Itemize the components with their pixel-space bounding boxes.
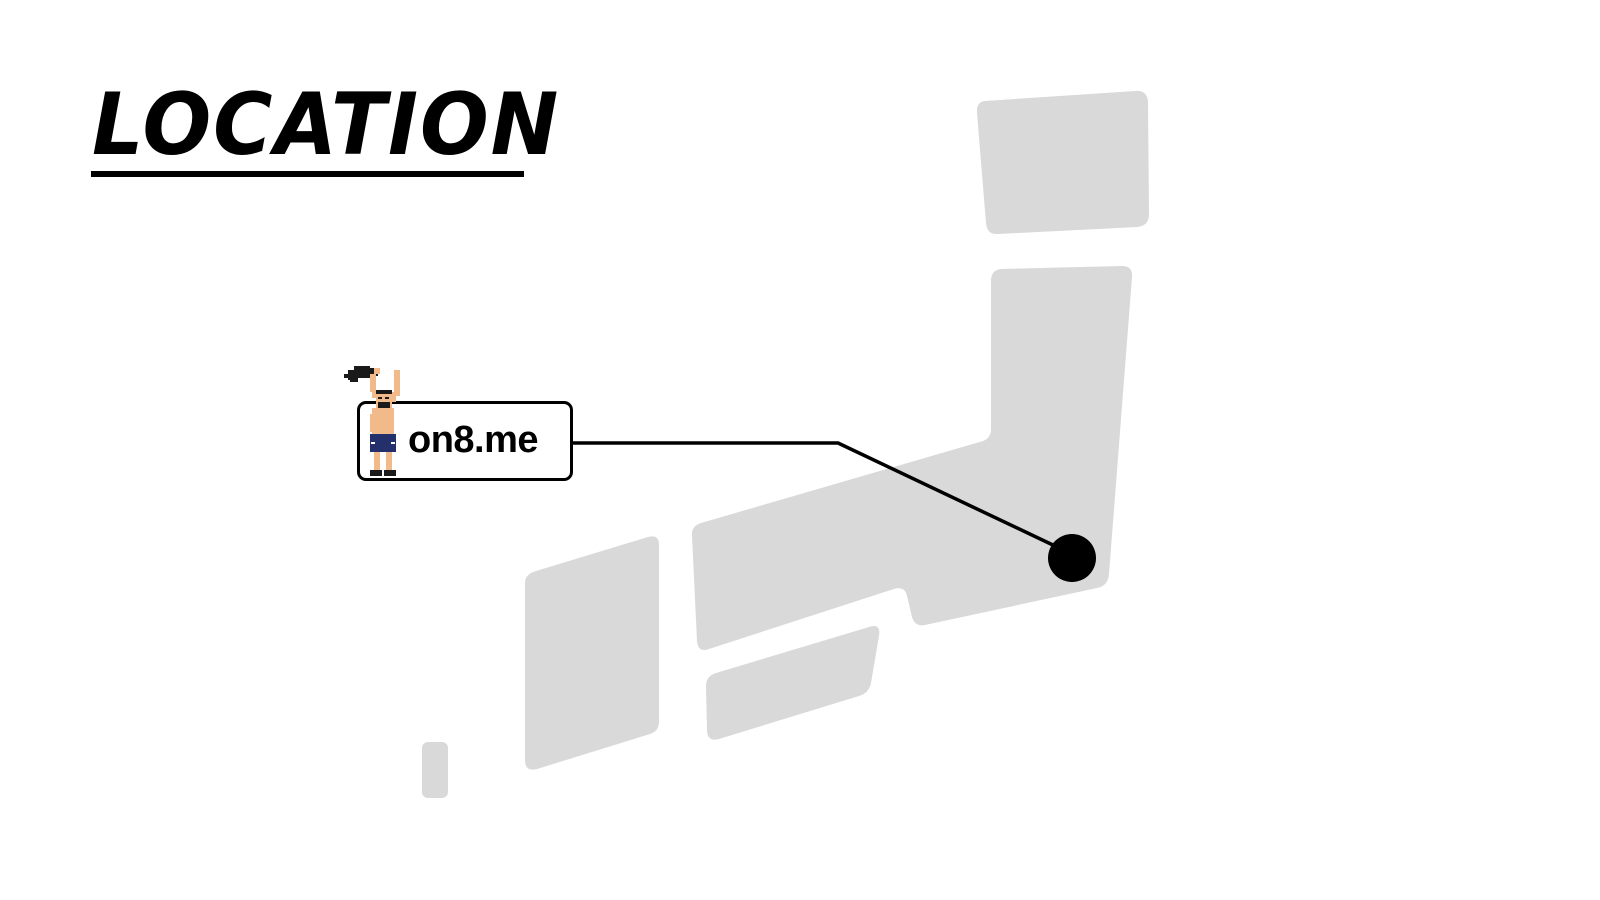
okinawa-region (422, 742, 448, 798)
page-title: LOCATION (92, 75, 561, 175)
leader-line (573, 441, 1056, 548)
title-underline (91, 171, 524, 177)
shikoku-region (706, 626, 880, 740)
hokkaido-region (976, 90, 1149, 235)
honshu-region (691, 266, 1133, 650)
location-label-text: on8.me (408, 419, 539, 461)
japan-land-shapes (422, 90, 1149, 798)
location-dot-icon[interactable] (1048, 534, 1096, 582)
pixel-mascot-flexing-icon (344, 366, 400, 476)
kyushu-region (525, 536, 659, 770)
